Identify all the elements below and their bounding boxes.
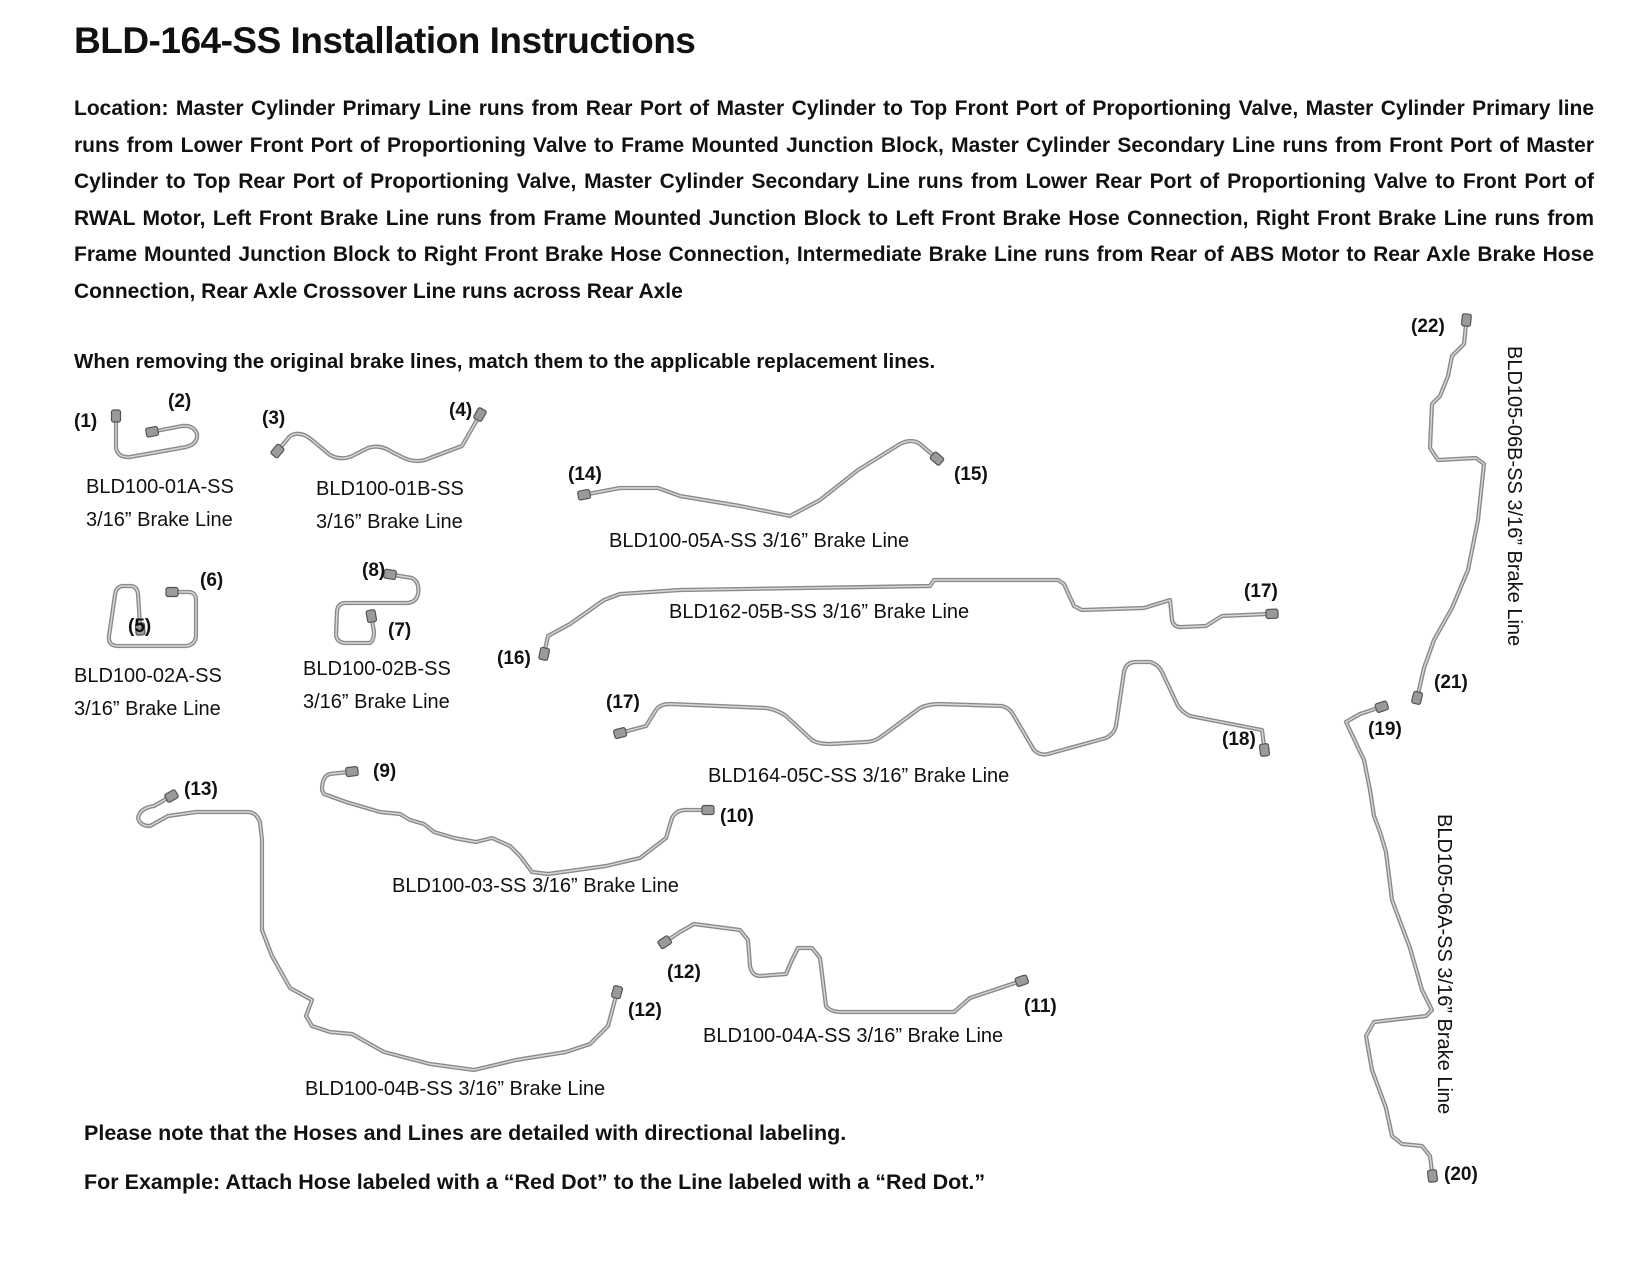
fittings xyxy=(110,313,1472,1183)
part-caption-03: BLD100-03-SS 3/16” Brake Line xyxy=(392,875,679,897)
tube-nut-fitting xyxy=(657,935,672,950)
port-label-6: (6) xyxy=(200,570,224,591)
tube-nut-fitting xyxy=(1411,690,1424,705)
tube-nut-fitting xyxy=(701,804,715,816)
tube-nut-fitting xyxy=(1258,743,1271,757)
port-label-19: (19) xyxy=(1368,719,1402,740)
part-caption-05a: BLD100-05A-SS 3/16” Brake Line xyxy=(609,530,910,552)
port-label-21: (21) xyxy=(1434,672,1468,693)
red-dot-example-note: For Example: Attach Hose labeled with a … xyxy=(84,1170,986,1194)
tube-highlight xyxy=(115,419,198,458)
tube-nut-fitting xyxy=(270,443,285,459)
location-description: Location: Master Cylinder Primary Line r… xyxy=(74,97,1594,303)
port-label-11: (11) xyxy=(1024,996,1057,1017)
tube-nut-fitting xyxy=(610,985,624,1000)
tube-highlight xyxy=(544,579,1269,651)
part-caption-162-05b: BLD162-05B-SS 3/16” Brake Line xyxy=(669,601,970,623)
tube-highlight xyxy=(279,417,479,462)
brake-line-162-05b xyxy=(542,577,1271,653)
tube-highlight xyxy=(321,771,705,875)
port-label-8: (8) xyxy=(362,560,386,581)
tube-nut-fitting xyxy=(613,726,628,740)
brake-line-164-05c xyxy=(621,659,1267,757)
brake-line-02b xyxy=(333,572,421,646)
port-label-22: (22) xyxy=(1411,316,1445,337)
port-label-10: (10) xyxy=(720,806,754,827)
tube-nut-fitting xyxy=(365,609,378,624)
part-number: BLD100-02B-SS xyxy=(303,658,451,680)
port-label-12-b: (12) xyxy=(628,1000,662,1021)
tube-highlight xyxy=(587,440,935,517)
port-label-12-a: (12) xyxy=(667,962,701,983)
part-caption-04b: BLD100-04B-SS 3/16” Brake Line xyxy=(305,1078,606,1100)
tube-highlight xyxy=(108,585,197,647)
tube-nut-fitting xyxy=(1374,700,1389,713)
part-number: BLD100-01B-SS xyxy=(316,478,464,500)
port-label-7: (7) xyxy=(388,620,412,641)
tube-nut-fitting xyxy=(383,568,398,581)
tube-highlight xyxy=(1417,323,1485,695)
part-description: 3/16” Brake Line xyxy=(303,691,450,713)
tube-nut-fitting xyxy=(473,407,487,422)
brake-line-04a xyxy=(665,921,1021,1015)
tube-nut-fitting xyxy=(164,789,179,803)
tube-nut-fitting xyxy=(110,409,122,423)
part-caption-164-05c: BLD164-05C-SS 3/16” Brake Line xyxy=(708,765,1010,787)
tube-nut-fitting xyxy=(165,586,179,598)
part-caption-02b: BLD100-02B-SS 3/16” Brake Line xyxy=(303,653,451,719)
brake-line-04b xyxy=(135,795,619,1073)
port-label-16: (16) xyxy=(497,648,531,669)
tube-nut-fitting xyxy=(1460,313,1472,327)
brake-line-01b xyxy=(277,415,481,464)
tube-highlight xyxy=(335,574,420,644)
port-label-1: (1) xyxy=(74,411,98,432)
port-label-17-a: (17) xyxy=(1244,581,1278,602)
part-caption-06a: BLD105-06A-SS 3/16” Brake Line xyxy=(1433,814,1455,1115)
port-label-3: (3) xyxy=(262,408,286,429)
port-label-4: (4) xyxy=(449,400,473,421)
tube-nut-fitting xyxy=(345,766,359,778)
port-label-15: (15) xyxy=(954,464,988,485)
port-label-17-b: (17) xyxy=(606,692,640,713)
port-label-14: (14) xyxy=(568,464,602,485)
part-caption-01a: BLD100-01A-SS 3/16” Brake Line xyxy=(86,471,234,537)
port-label-18: (18) xyxy=(1222,729,1256,750)
brake-line-05a xyxy=(585,438,937,519)
brake-line-02a xyxy=(106,583,199,649)
port-label-2: (2) xyxy=(168,391,192,412)
brake-line-01a xyxy=(113,417,200,460)
directional-labeling-note: Please note that the Hoses and Lines are… xyxy=(84,1121,847,1145)
tube-nut-fitting xyxy=(134,622,146,636)
tube-highlight xyxy=(1345,707,1433,1173)
brake-line-06b xyxy=(1415,321,1487,697)
part-number: BLD100-01A-SS xyxy=(86,476,234,498)
part-description: 3/16” Brake Line xyxy=(316,511,463,533)
page-title: BLD-164-SS Installation Instructions xyxy=(74,20,696,61)
tube-nut-fitting xyxy=(1426,1169,1439,1183)
tube-nut-fitting xyxy=(929,451,945,466)
tube-nut-fitting xyxy=(145,425,160,438)
tube-nut-fitting xyxy=(538,646,551,661)
brake-line-03 xyxy=(319,769,707,877)
part-caption-01b: BLD100-01B-SS 3/16” Brake Line xyxy=(316,473,464,539)
part-number: BLD100-02A-SS xyxy=(74,665,222,687)
matching-instruction: When removing the original brake lines, … xyxy=(74,350,936,373)
tube-highlight xyxy=(667,923,1019,1013)
tube-highlight xyxy=(623,661,1265,756)
part-caption-02a: BLD100-02A-SS 3/16” Brake Line xyxy=(74,660,222,726)
tube-nut-fitting xyxy=(1014,974,1029,987)
tube-highlight xyxy=(137,797,617,1071)
port-label-5: (5) xyxy=(128,616,152,637)
tube-nut-fitting xyxy=(1265,608,1279,620)
part-description: 3/16” Brake Line xyxy=(86,509,233,531)
part-description: 3/16” Brake Line xyxy=(74,698,221,720)
port-label-9: (9) xyxy=(373,761,397,782)
port-label-13: (13) xyxy=(184,779,218,800)
brake-line-06a xyxy=(1343,705,1435,1175)
tube-nut-fitting xyxy=(577,488,592,501)
part-caption-04a: BLD100-04A-SS 3/16” Brake Line xyxy=(703,1025,1004,1047)
port-label-20: (20) xyxy=(1444,1164,1478,1185)
part-caption-06b: BLD105-06B-SS 3/16” Brake Line xyxy=(1503,346,1525,647)
